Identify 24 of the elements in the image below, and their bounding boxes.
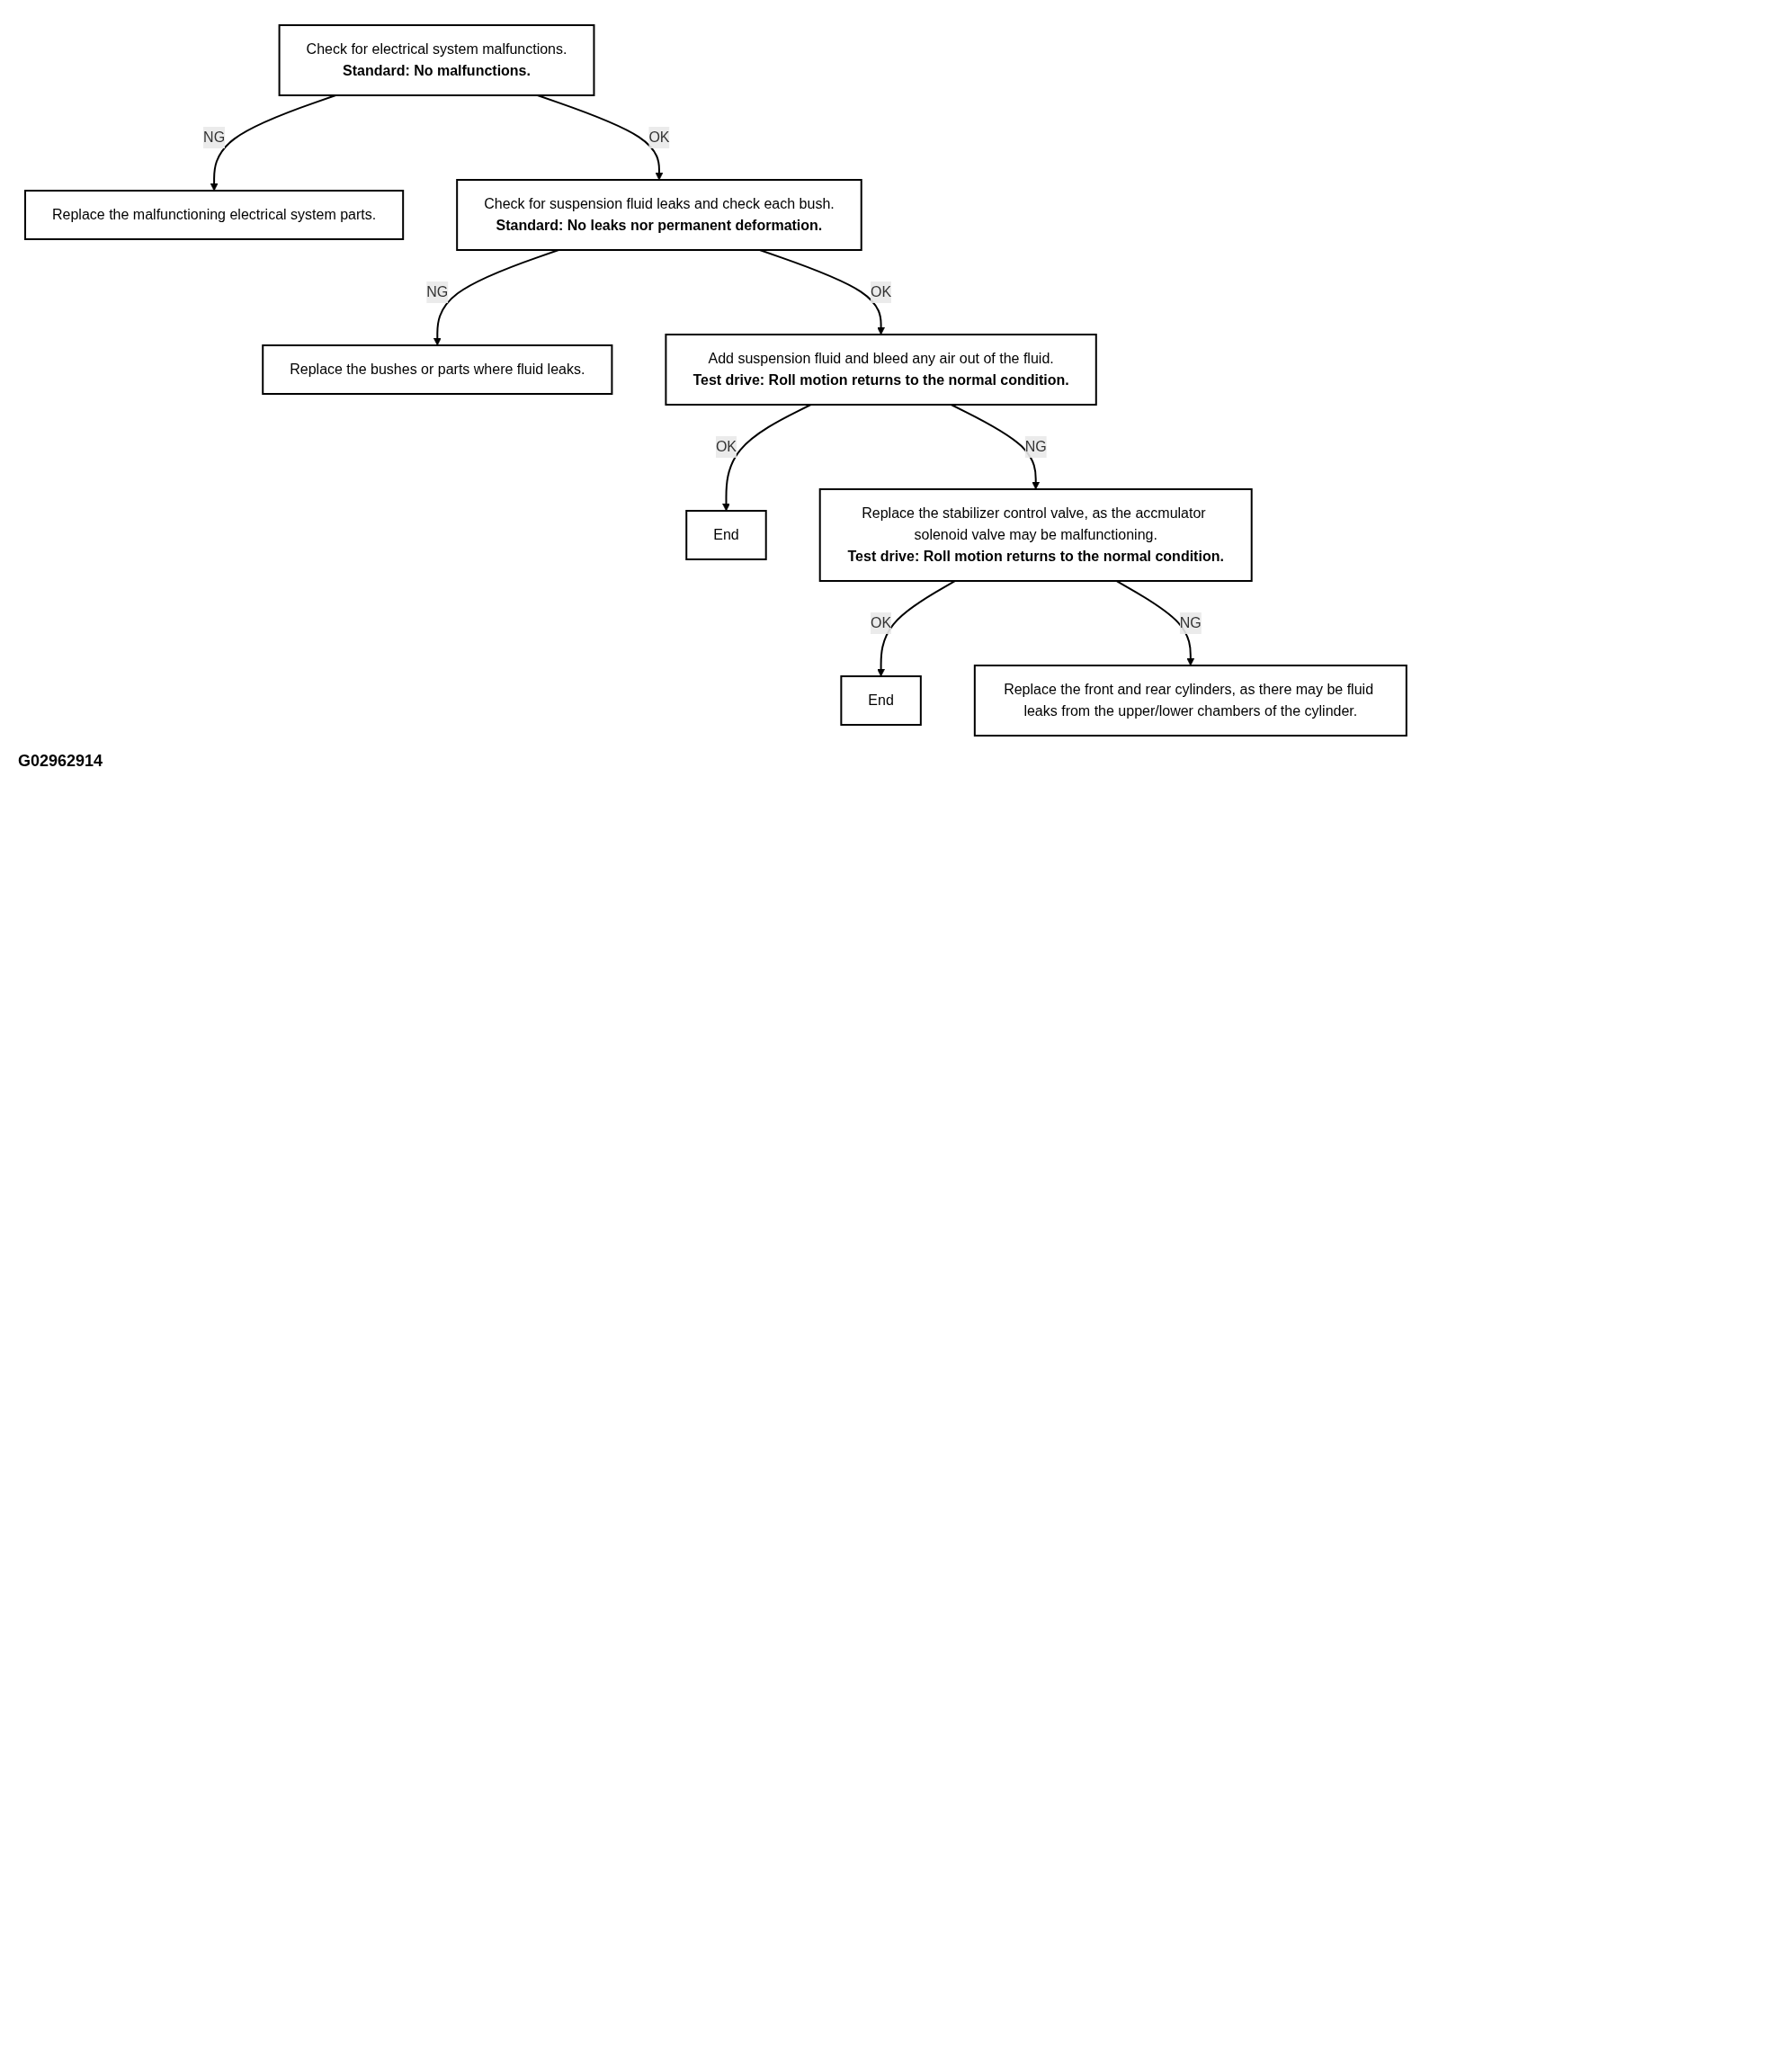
edge-label: OK: [871, 614, 892, 630]
node-box: End: [685, 510, 767, 560]
edge-label: NG: [203, 130, 226, 145]
arrow: [950, 404, 1041, 490]
node-box: Add suspension fluid and bleed any air out of the fluid. Test drive: Roll motion returns to the normal condition.: [665, 334, 1097, 406]
node-box: Replace the front and rear cylinders, as there may be fluid leaks from the upper/lower chambers of the cylinder.: [973, 665, 1407, 737]
node-box: Replace the bushes or parts where fluid leaks.: [262, 344, 613, 395]
edge-label: NG: [426, 283, 449, 299]
node-box: End: [840, 675, 922, 726]
arrow: [433, 249, 560, 346]
arrow: [758, 249, 885, 335]
arrow: [1115, 580, 1195, 666]
node-box: Check for electrical system malfunctions. Standard: No malfunctions.: [278, 24, 595, 96]
node-box: Check for suspension fluid leaks and check each bush. Standard: No leaks nor permanent deformation.: [456, 179, 862, 251]
arrow: [877, 580, 957, 677]
arrow: [722, 404, 812, 512]
edge-label: OK: [648, 130, 670, 145]
edge-label: OK: [715, 438, 737, 454]
edge-label: NG: [1179, 614, 1202, 630]
edge-label: NG: [1024, 438, 1047, 454]
node-box: Replace the stabilizer control valve, as the accmulator solenoid valve may be malfunctioning. Test drive: Roll motion returns to the normal condition.: [818, 488, 1253, 582]
figure-code: G02962914: [18, 752, 104, 771]
node-box: Replace the malfunctioning electrical system parts.: [24, 190, 405, 240]
edge-label: OK: [871, 283, 892, 299]
